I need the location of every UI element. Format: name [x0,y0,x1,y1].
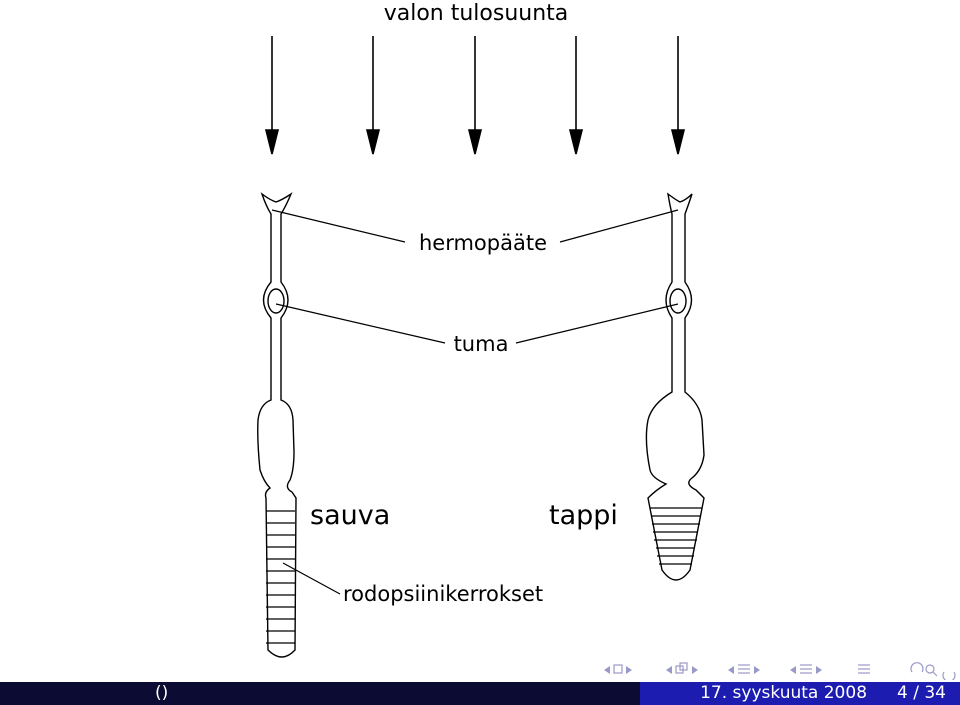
rod-outline [257,192,297,658]
cone-outline [645,192,705,581]
nav-back-forward-search-icon[interactable] [910,662,956,680]
light-arrow-head [568,129,584,155]
light-arrow-head [670,129,686,155]
footer-author: () [0,682,320,705]
light-arrow-head [467,129,483,155]
footer-title-area [320,682,640,705]
footer-date: 17. syyskuuta 2008 [700,683,868,703]
photoreceptor-diagram: valon tulosuunta [257,1,705,658]
rod-label: sauva [310,500,390,531]
leader-lines [271,209,679,595]
footer-page-number: 4 / 34 [897,683,946,703]
footer-bar: () 17. syyskuuta 2008 4 / 34 [0,682,960,705]
nav-section-icon[interactable] [728,664,760,674]
light-direction-title: valon tulosuunta [384,1,569,26]
rod-layers [266,510,295,644]
rod-nucleus [267,288,285,314]
leader-nerve-rod [271,209,406,243]
cone-label: tappi [549,500,618,531]
cone-nucleus [669,288,687,314]
leader-rhodopsin [282,562,341,595]
nav-subsection-icon[interactable] [666,662,698,674]
cone-layers [650,507,702,565]
navigation-bar [604,662,956,680]
nav-align-icon[interactable] [858,664,870,674]
nerve-ending-label: hermopääte [419,231,547,255]
nav-frame-icon[interactable] [604,664,632,674]
rod-cell [257,192,297,658]
leader-nucleus-rod [275,303,446,344]
nav-document-icon[interactable] [790,664,822,674]
light-arrow-head [365,129,381,155]
leader-nucleus-cone [515,303,679,344]
leader-nerve-cone [559,209,679,243]
light-arrow-head [264,129,280,155]
footer-info: 17. syyskuuta 2008 4 / 34 [640,682,960,705]
light-arrows [264,36,686,155]
rhodopsin-layers-label: rodopsiinikerrokset [343,582,543,606]
nucleus-label: tuma [454,332,509,356]
cone-cell [645,192,705,581]
